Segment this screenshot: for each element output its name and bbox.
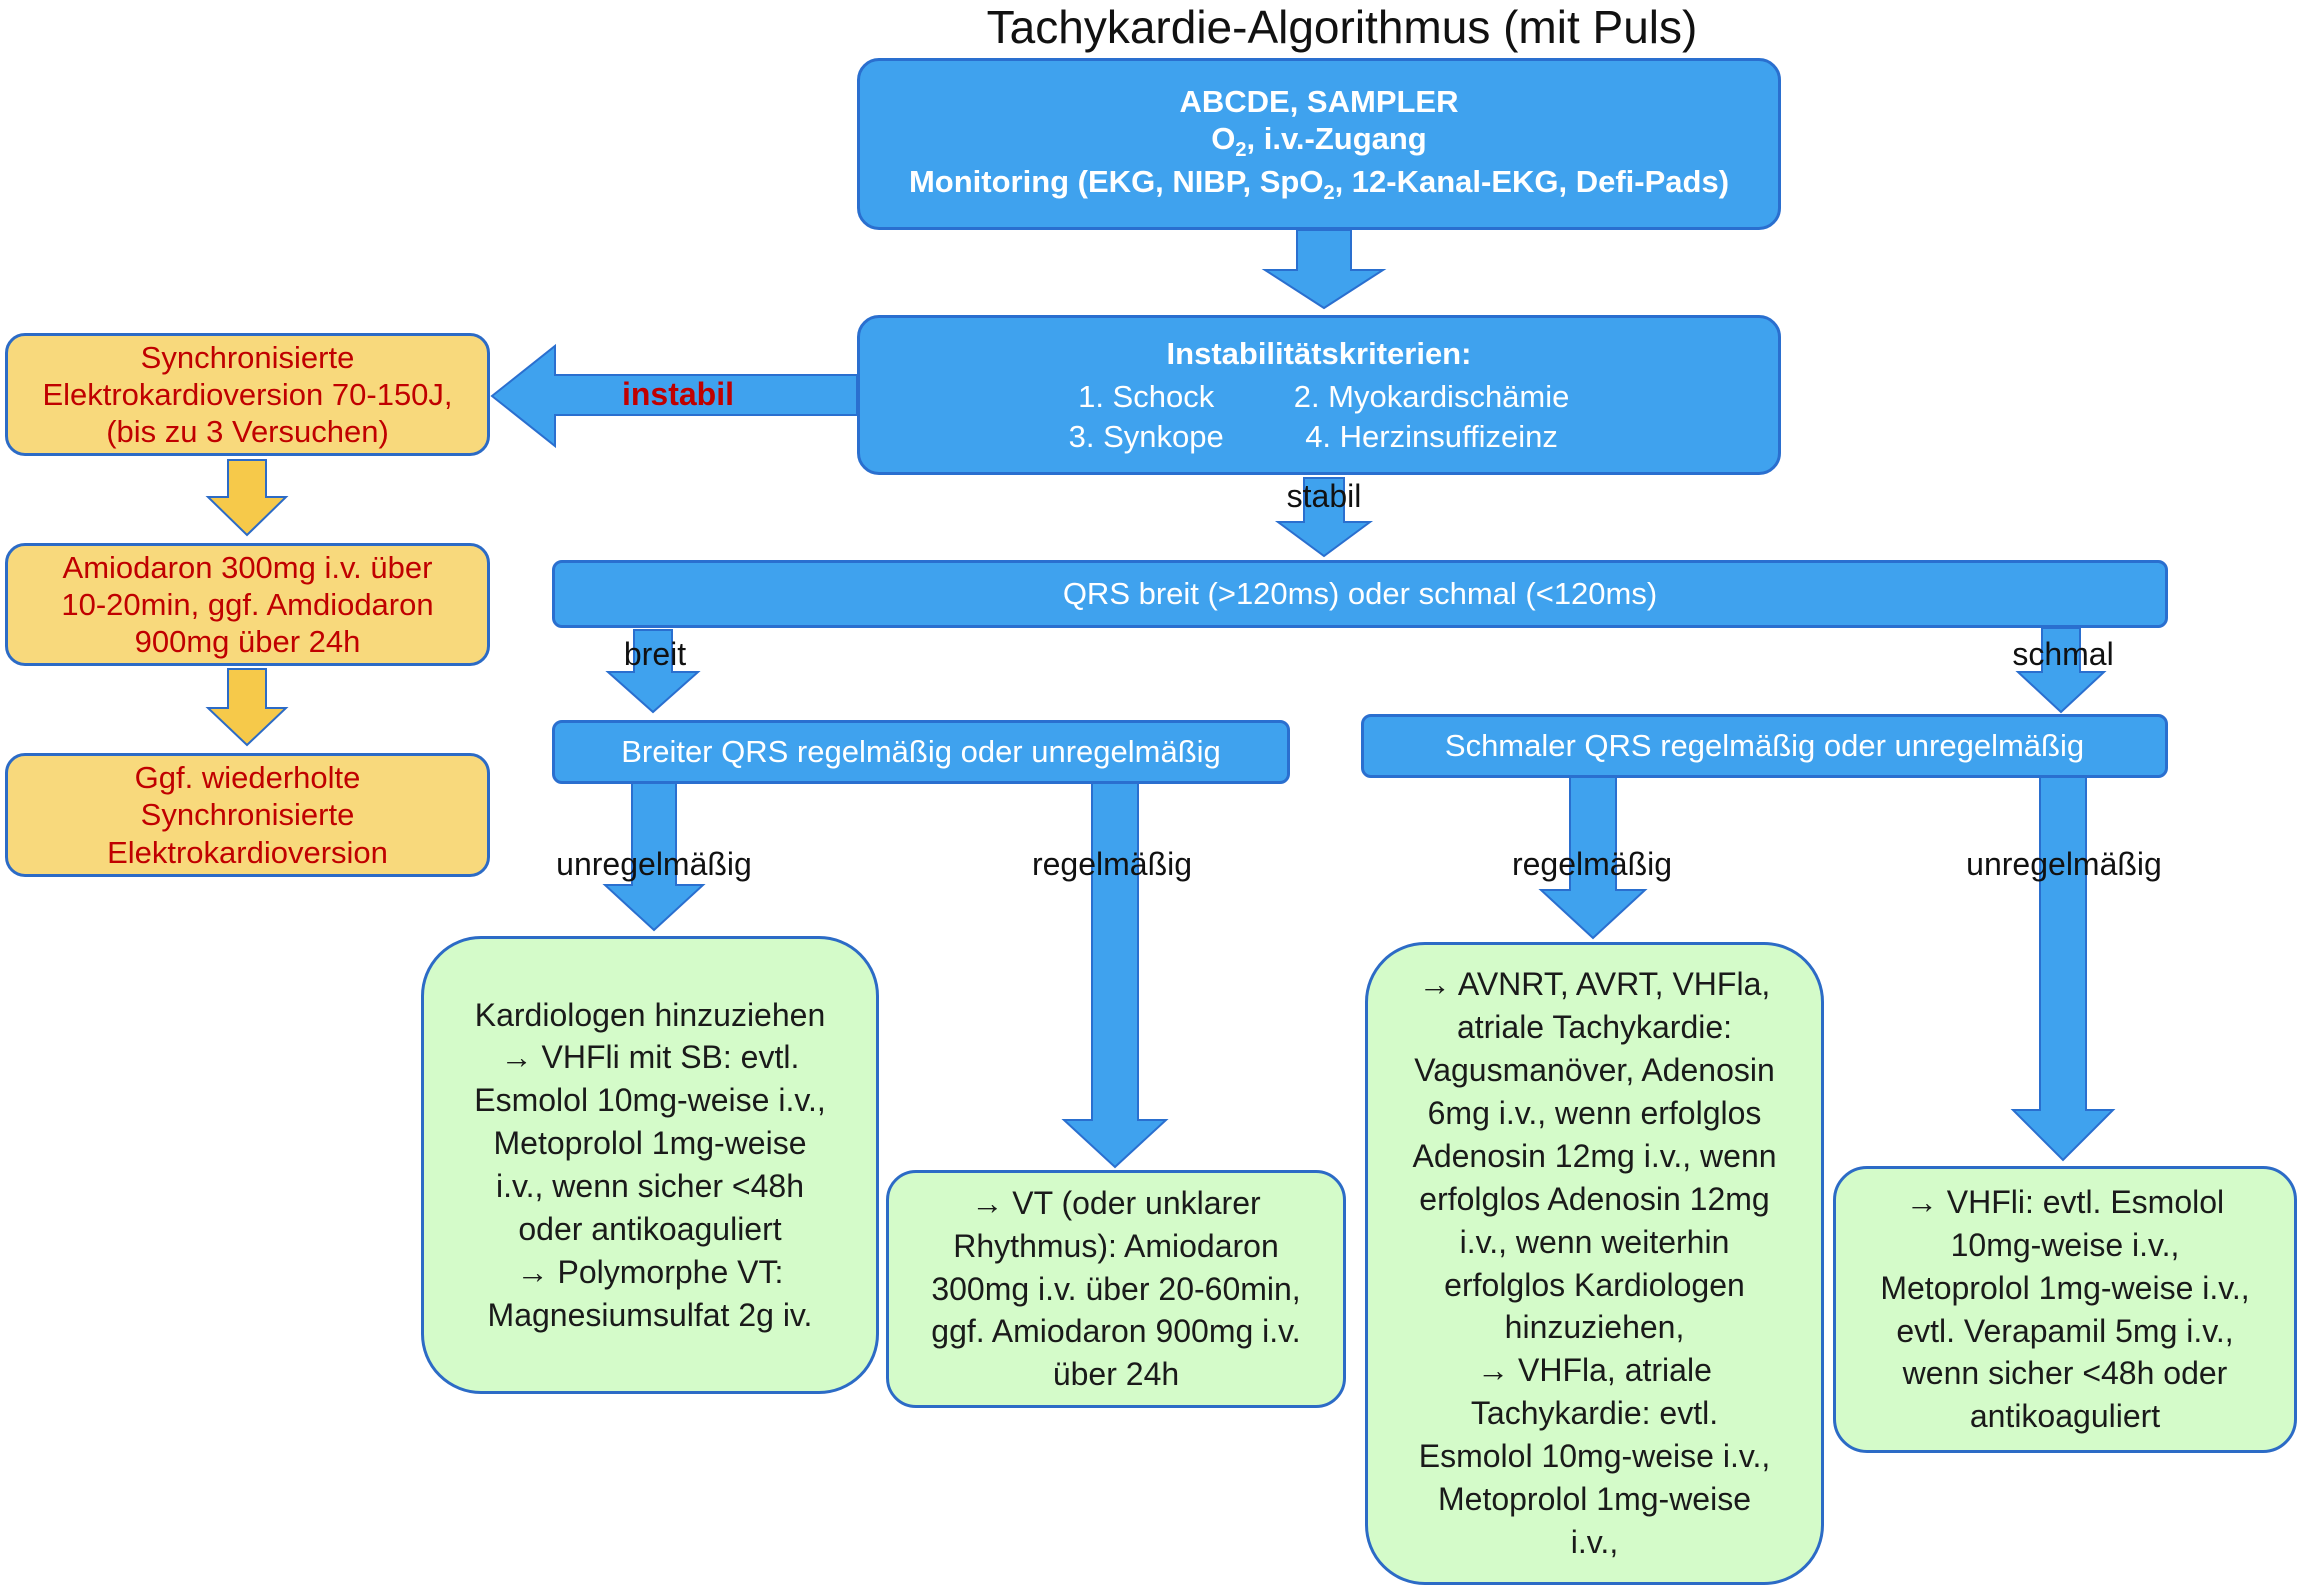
- arrow-narrow-irregular: [2010, 776, 2116, 1162]
- assessment-box: ABCDE, SAMPLER O2, i.v.-Zugang Monitorin…: [857, 58, 1781, 230]
- treatment-wide-regular: → VT (oder unklarer Rhythmus): Amiodaron…: [886, 1170, 1346, 1408]
- arrow-narrow-regular: [1538, 776, 1648, 940]
- unstable-step-amiodarone: Amiodaron 300mg i.v. über 10-20min, ggf.…: [5, 543, 490, 666]
- label-narrow-regular: regelmäßig: [1511, 846, 1673, 882]
- assessment-line-2: O2, i.v.-Zugang: [1211, 121, 1427, 162]
- wide-qrs-text: Breiter QRS regelmäßig oder unregelmäßig: [621, 734, 1221, 770]
- label-schmal: schmal: [2012, 636, 2114, 672]
- treatment-narrow-regular: → AVNRT, AVRT, VHFla, atriale Tachykardi…: [1365, 942, 1824, 1585]
- arrow-unstable-step-1: [205, 459, 289, 537]
- label-narrow-irregular: unregelmäßig: [1966, 846, 2162, 882]
- treatment-narrow-irregular: → VHFli: evtl. Esmolol 10mg-weise i.v., …: [1833, 1166, 2297, 1453]
- label-stabil: stabil: [1286, 478, 1362, 514]
- unstable-step-repeat-cardioversion: Ggf. wiederholte Synchronisierte Elektro…: [5, 753, 490, 877]
- treatment-wide-irregular: Kardiologen hinzuziehen → VHFli mit SB: …: [421, 936, 879, 1394]
- wide-qrs-bar: Breiter QRS regelmäßig oder unregelmäßig: [552, 720, 1290, 784]
- diagram-title: Tachykardie-Algorithmus (mit Puls): [986, 1, 1698, 53]
- criterion-4: 4. Herzinsuffizeinz: [1305, 418, 1558, 454]
- criterion-3: 3. Synkope: [1068, 418, 1224, 454]
- qrs-width-bar: QRS breit (>120ms) oder schmal (<120ms): [552, 560, 2168, 628]
- label-instabil: instabil: [621, 376, 735, 412]
- label-wide-irregular: unregelmäßig: [556, 846, 752, 882]
- criterion-1: 1. Schock: [1078, 379, 1215, 415]
- arrow-schmal: [2015, 627, 2107, 714]
- label-breit: breit: [623, 636, 687, 672]
- arrow-breit: [605, 629, 701, 714]
- arrow-to-instability: [1261, 229, 1387, 310]
- narrow-qrs-text: Schmaler QRS regelmäßig oder unregelmäßi…: [1444, 728, 2085, 764]
- qrs-width-text: QRS breit (>120ms) oder schmal (<120ms): [1062, 576, 1658, 612]
- arrow-instabil: [490, 343, 858, 449]
- label-wide-regular: regelmäßig: [1031, 846, 1193, 882]
- instability-criteria-box: Instabilitätskriterien: 1. Schock 2. Myo…: [857, 315, 1781, 475]
- arrow-unstable-step-2: [205, 668, 289, 747]
- instability-criteria-list: 1. Schock 2. Myokardischämie 3. Synkope …: [1069, 378, 1570, 454]
- arrow-wide-irregular: [602, 782, 706, 932]
- unstable-step-cardioversion: Synchronisierte Elektrokardioversion 70-…: [5, 333, 490, 456]
- assessment-line-3: Monitoring (EKG, NIBP, SpO2, 12-Kanal-EK…: [908, 163, 1730, 204]
- arrow-stabil: [1274, 477, 1374, 558]
- assessment-line-1: ABCDE, SAMPLER: [1179, 84, 1459, 120]
- criterion-2: 2. Myokardischämie: [1293, 379, 1570, 415]
- instability-heading: Instabilitätskriterien:: [1166, 336, 1472, 372]
- narrow-qrs-bar: Schmaler QRS regelmäßig oder unregelmäßi…: [1361, 714, 2168, 778]
- arrow-wide-regular: [1061, 782, 1169, 1169]
